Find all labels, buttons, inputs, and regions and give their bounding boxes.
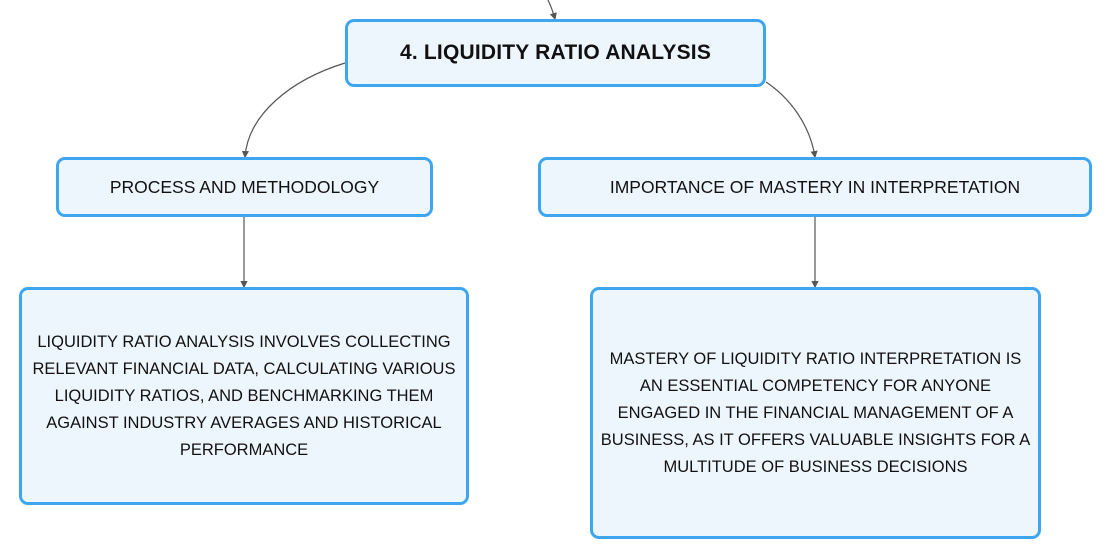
detail-node-process-text: Liquidity ratio analysis involves collec… [32,332,456,459]
detail-node-importance[interactable]: Mastery of liquidity ratio interpretatio… [590,287,1041,539]
detail-node-importance-text: Mastery of liquidity ratio interpretatio… [600,349,1031,476]
connector-parent-to-root [547,0,557,21]
connector-root-to-importance [765,81,818,159]
branch-node-process[interactable]: Process and Methodology [56,157,433,217]
branch-node-importance-label: Importance of Mastery in Interpretation [609,176,1021,197]
branch-node-importance[interactable]: Importance of Mastery in Interpretation [538,157,1092,217]
root-node-label: 4. Liquidity Ratio Analysis [399,41,712,64]
root-node[interactable]: 4. Liquidity Ratio Analysis [345,19,766,87]
detail-node-process[interactable]: Liquidity ratio analysis involves collec… [19,287,469,505]
branch-node-process-label: Process and Methodology [109,176,380,197]
connector-root-to-process [241,62,346,159]
